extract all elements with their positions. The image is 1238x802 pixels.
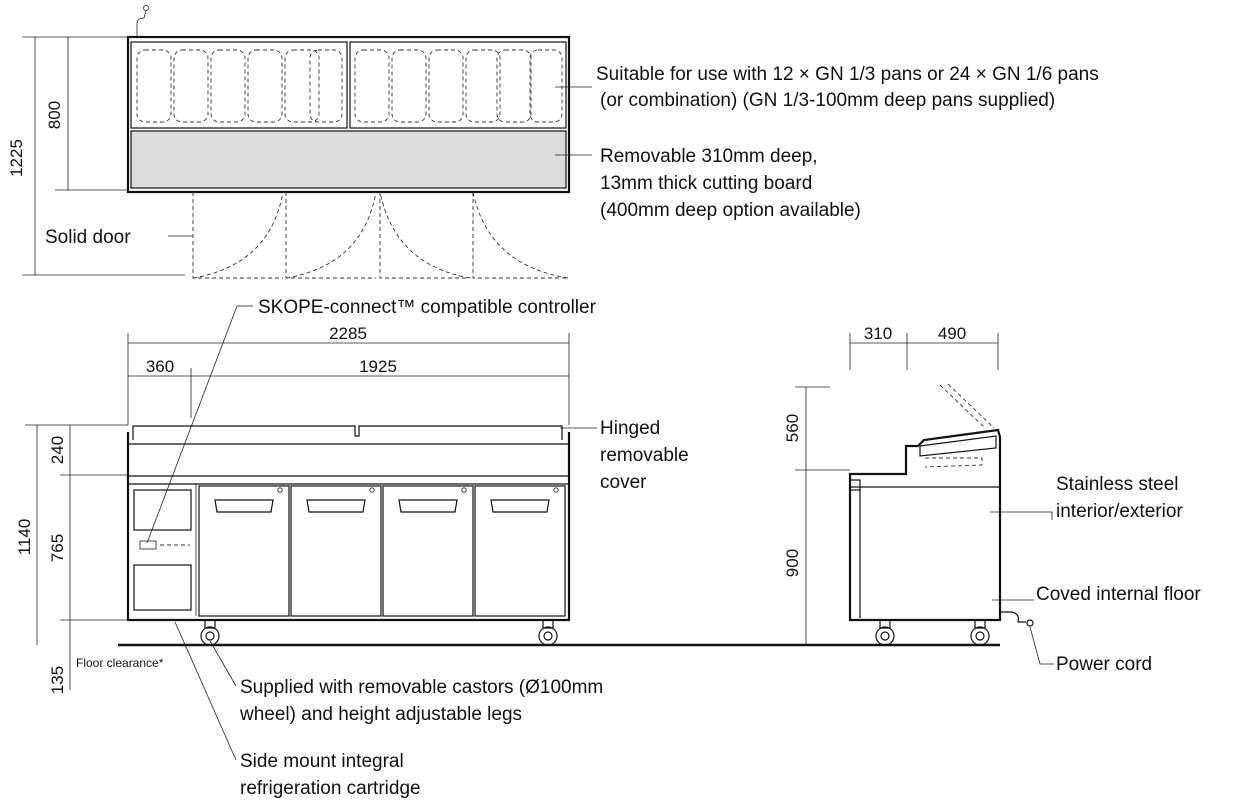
top-view: 1225 800 Suitable for use with 12 × GN 1… — [7, 5, 1099, 279]
label-floor: Coved internal floor — [1036, 584, 1201, 605]
plug-icon — [136, 9, 147, 37]
doors — [198, 485, 566, 617]
dim-765: 765 — [48, 534, 67, 562]
castors — [200, 620, 558, 646]
label-power: Power cord — [1056, 654, 1152, 675]
dim-1140: 1140 — [15, 519, 34, 556]
dim-2285: 2285 — [329, 324, 367, 343]
label-pans-1: Suitable for use with 12 × GN 1/3 pans o… — [596, 64, 1099, 85]
label-cover-1: Hinged — [600, 418, 660, 439]
power-cord-icon — [1000, 611, 1026, 623]
dim-1925: 1925 — [359, 357, 397, 376]
label-steel-2: interior/exterior — [1056, 501, 1183, 522]
front-body-outline — [126, 432, 571, 622]
label-solid-door: Solid door — [45, 227, 131, 248]
label-cover-2: removable — [600, 445, 689, 466]
label-castors-2: wheel) and height adjustable legs — [239, 704, 522, 725]
door-swings — [192, 191, 569, 279]
label-cartridge-2: refrigeration cartridge — [240, 778, 421, 799]
label-board-1: Removable 310mm deep, — [600, 146, 818, 167]
label-cartridge-1: Side mount integral — [240, 751, 404, 772]
label-pans-2: (or combination) (GN 1/3-100mm deep pans… — [600, 90, 1055, 111]
dim-800: 800 — [45, 101, 64, 129]
dim-900: 900 — [783, 549, 802, 577]
pan-well-left — [130, 41, 348, 129]
top-view-body — [126, 35, 571, 194]
side-body-outline — [848, 428, 1002, 622]
label-board-2: 13mm thick cutting board — [600, 173, 812, 194]
label-controller: SKOPE-connect™ compatible controller — [258, 297, 597, 318]
pan-well-right — [349, 41, 567, 129]
label-cover-3: cover — [600, 472, 647, 493]
cutting-board — [130, 130, 567, 189]
pans — [136, 49, 563, 123]
dim-360: 360 — [146, 357, 174, 376]
label-castors-1: Supplied with removable castors (Ø100mm — [240, 677, 603, 698]
front-view: 2285 360 1925 — [15, 297, 689, 799]
cover-left — [132, 425, 563, 440]
side-view: 310 490 560 900 Stainless steel interior… — [783, 324, 1201, 675]
dim-310: 310 — [864, 324, 892, 343]
dim-240: 240 — [48, 436, 67, 464]
label-board-3: (400mm deep option available) — [600, 200, 861, 221]
controller-display — [139, 540, 157, 550]
label-floor-clearance: Floor clearance* — [76, 656, 164, 670]
dim-1225: 1225 — [7, 139, 26, 177]
dim-135: 135 — [48, 666, 67, 694]
dim-490: 490 — [938, 324, 966, 343]
label-steel-1: Stainless steel — [1056, 474, 1179, 495]
dim-560: 560 — [783, 414, 802, 442]
